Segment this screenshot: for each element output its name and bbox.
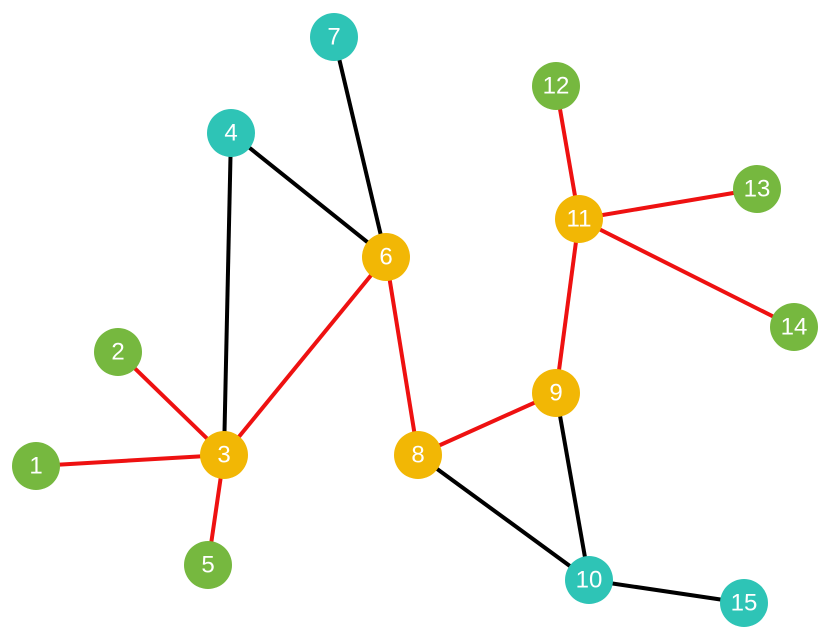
- node-circle: [555, 195, 603, 243]
- node-circle: [394, 431, 442, 479]
- node-5: 5: [184, 541, 232, 589]
- node-label: 9: [549, 379, 562, 406]
- node-13: 13: [733, 165, 781, 213]
- node-circle: [207, 109, 255, 157]
- node-label: 1: [29, 452, 42, 479]
- node-1: 1: [12, 442, 60, 490]
- node-circle: [200, 431, 248, 479]
- node-2: 2: [94, 328, 142, 376]
- edge-2-3: [116, 350, 226, 457]
- node-4: 4: [207, 109, 255, 157]
- node-7: 7: [310, 13, 358, 61]
- node-circle: [733, 165, 781, 213]
- node-label: 12: [543, 72, 570, 99]
- edge-11-13: [578, 187, 758, 221]
- node-11: 11: [555, 195, 603, 243]
- node-9: 9: [532, 369, 580, 417]
- node-circle: [310, 13, 358, 61]
- node-circle: [720, 579, 768, 627]
- node-circle: [770, 303, 818, 351]
- node-3: 3: [200, 431, 248, 479]
- edge-11-14: [578, 217, 795, 329]
- edge-9-10: [554, 392, 591, 581]
- edge-9-11: [554, 218, 581, 394]
- node-label: 2: [111, 338, 124, 365]
- node-circle: [362, 233, 410, 281]
- edge-7-6: [332, 36, 388, 258]
- node-label: 10: [576, 566, 603, 593]
- edge-4-6: [229, 131, 388, 259]
- node-label: 3: [217, 441, 230, 468]
- node-label: 14: [781, 313, 808, 340]
- node-circle: [94, 328, 142, 376]
- edge-8-9: [417, 391, 557, 457]
- node-circle: [532, 62, 580, 110]
- edge-4-3: [222, 132, 233, 456]
- edge-8-10: [416, 453, 591, 582]
- node-circle: [12, 442, 60, 490]
- node-12: 12: [532, 62, 580, 110]
- node-label: 13: [744, 175, 771, 202]
- edge-1-3: [35, 453, 225, 468]
- node-label: 4: [224, 119, 237, 146]
- node-label: 8: [411, 441, 424, 468]
- node-label: 5: [201, 551, 214, 578]
- edge-6-8: [384, 256, 420, 456]
- node-circle: [184, 541, 232, 589]
- node-14: 14: [770, 303, 818, 351]
- edge-10-15: [588, 578, 745, 605]
- node-6: 6: [362, 233, 410, 281]
- node-10: 10: [565, 556, 613, 604]
- node-8: 8: [394, 431, 442, 479]
- edge-3-6: [222, 255, 388, 457]
- node-label: 6: [379, 243, 392, 270]
- node-label: 11: [567, 205, 592, 232]
- node-label: 7: [327, 23, 340, 50]
- node-circle: [532, 369, 580, 417]
- node-15: 15: [720, 579, 768, 627]
- node-circle: [565, 556, 613, 604]
- edge-layer: [35, 36, 795, 605]
- node-label: 15: [731, 589, 758, 616]
